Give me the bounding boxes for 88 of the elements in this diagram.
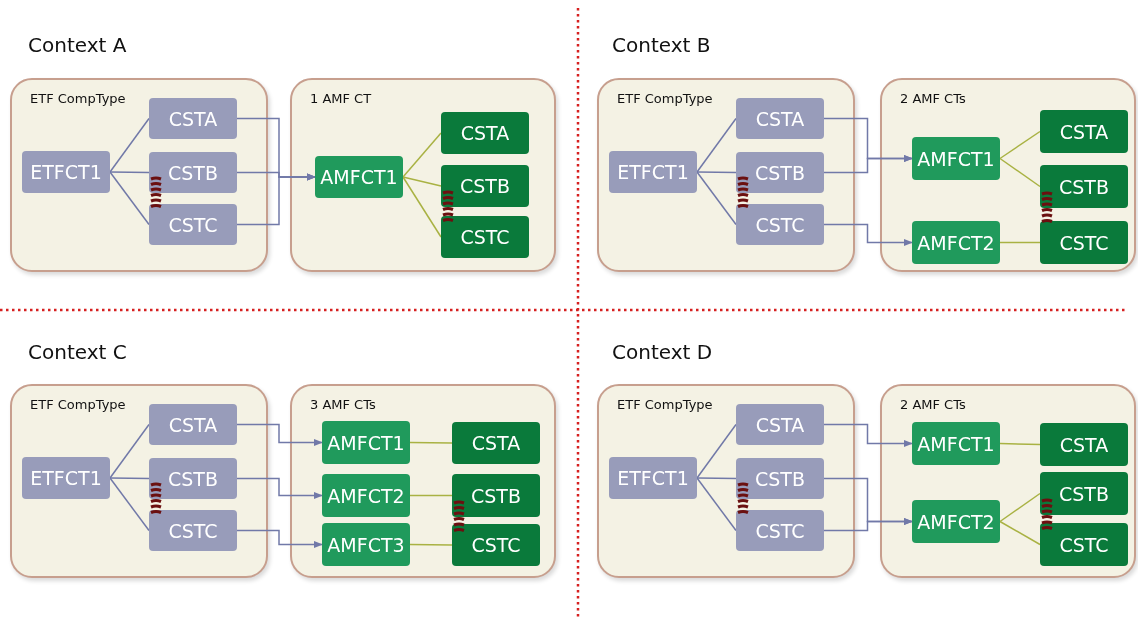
connector-line — [999, 492, 1041, 523]
connector-line — [999, 442, 1041, 446]
component-box: CSTB — [441, 165, 529, 207]
component-box: CSTC — [441, 216, 529, 258]
etf-type-box: CSTA — [736, 404, 824, 445]
group-heading: ETF CompType — [30, 91, 126, 106]
group-panel — [290, 78, 556, 272]
group-heading: 1 AMF CT — [310, 91, 372, 106]
amf-type-box: AMFCT1 — [912, 137, 1000, 180]
group-heading: ETF CompType — [617, 91, 713, 106]
etf-type-box: CSTB — [149, 152, 237, 193]
group-panel — [880, 78, 1136, 272]
connector-line — [402, 176, 442, 187]
connector-line — [109, 117, 150, 173]
component-box: CSTB — [1040, 165, 1128, 208]
etf-type-box: ETFCT1 — [22, 151, 110, 193]
component-box: CSTA — [452, 422, 540, 464]
connector-line — [999, 130, 1041, 160]
component-box: CSTC — [1040, 221, 1128, 264]
arrow — [236, 173, 316, 226]
connector-line — [402, 176, 442, 238]
connector-line — [999, 520, 1041, 546]
amf-type-box: AMFCT1 — [315, 156, 403, 198]
component-box: CSTA — [441, 112, 529, 154]
group-heading: ETF CompType — [30, 397, 126, 412]
connector-line — [402, 132, 442, 178]
group-panel — [880, 384, 1136, 578]
connector-line — [696, 477, 737, 480]
group-heading: 3 AMF CTs — [310, 397, 376, 412]
arrow — [236, 477, 323, 500]
component-box: CSTB — [1040, 472, 1128, 515]
connector-line — [109, 423, 150, 479]
etf-type-box: CSTB — [149, 458, 237, 499]
context-title: Context D — [612, 340, 713, 364]
component-box: CSTC — [452, 524, 540, 566]
etf-type-box: ETFCT1 — [609, 457, 697, 499]
connector-line — [409, 494, 453, 497]
connector-line — [696, 423, 737, 479]
context-title: Context C — [28, 340, 127, 364]
arrow — [823, 154, 913, 174]
connector-line — [999, 157, 1041, 188]
connector-line — [109, 171, 150, 226]
etf-type-box: CSTC — [736, 204, 824, 245]
group-panel — [10, 384, 268, 578]
group-panel — [290, 384, 556, 578]
arrow — [236, 529, 323, 549]
connector-line — [409, 543, 453, 546]
etf-type-box: CSTA — [149, 404, 237, 445]
connector-line — [999, 241, 1041, 244]
etf-type-box: CSTB — [736, 152, 824, 193]
etf-type-box: CSTC — [149, 510, 237, 551]
arrow — [823, 423, 913, 448]
connector-line — [696, 171, 737, 174]
etf-type-box: ETFCT1 — [609, 151, 697, 193]
context-title: Context A — [28, 33, 127, 57]
etf-type-box: CSTA — [149, 98, 237, 139]
etf-type-box: CSTC — [149, 204, 237, 245]
amf-type-box: AMFCT1 — [322, 421, 410, 464]
component-box: CSTA — [1040, 423, 1128, 466]
group-panel — [597, 78, 855, 272]
connector-line — [696, 171, 737, 226]
amf-type-box: AMFCT2 — [322, 474, 410, 517]
etf-type-box: CSTC — [736, 510, 824, 551]
group-heading: 2 AMF CTs — [900, 397, 966, 412]
connector-line — [109, 171, 150, 174]
group-panel — [10, 78, 268, 272]
arrow — [236, 423, 323, 447]
group-heading: ETF CompType — [617, 397, 713, 412]
amf-type-box: AMFCT2 — [912, 221, 1000, 264]
etf-type-box: CSTB — [736, 458, 824, 499]
context-title: Context B — [612, 33, 711, 57]
group-heading: 2 AMF CTs — [900, 91, 966, 106]
component-box: CSTB — [452, 474, 540, 517]
amf-type-box: AMFCT1 — [912, 422, 1000, 465]
connector-line — [109, 477, 150, 480]
arrow — [823, 517, 913, 532]
connector-line — [409, 441, 453, 444]
component-box: CSTA — [1040, 110, 1128, 153]
connector-line — [696, 477, 737, 532]
etf-type-box: CSTA — [736, 98, 824, 139]
connector-line — [696, 117, 737, 173]
component-box: CSTC — [1040, 523, 1128, 566]
amf-type-box: AMFCT2 — [912, 500, 1000, 543]
etf-type-box: ETFCT1 — [22, 457, 110, 499]
amf-type-box: AMFCT3 — [322, 523, 410, 566]
arrow — [823, 223, 913, 247]
group-panel — [597, 384, 855, 578]
connector-line — [109, 477, 150, 532]
